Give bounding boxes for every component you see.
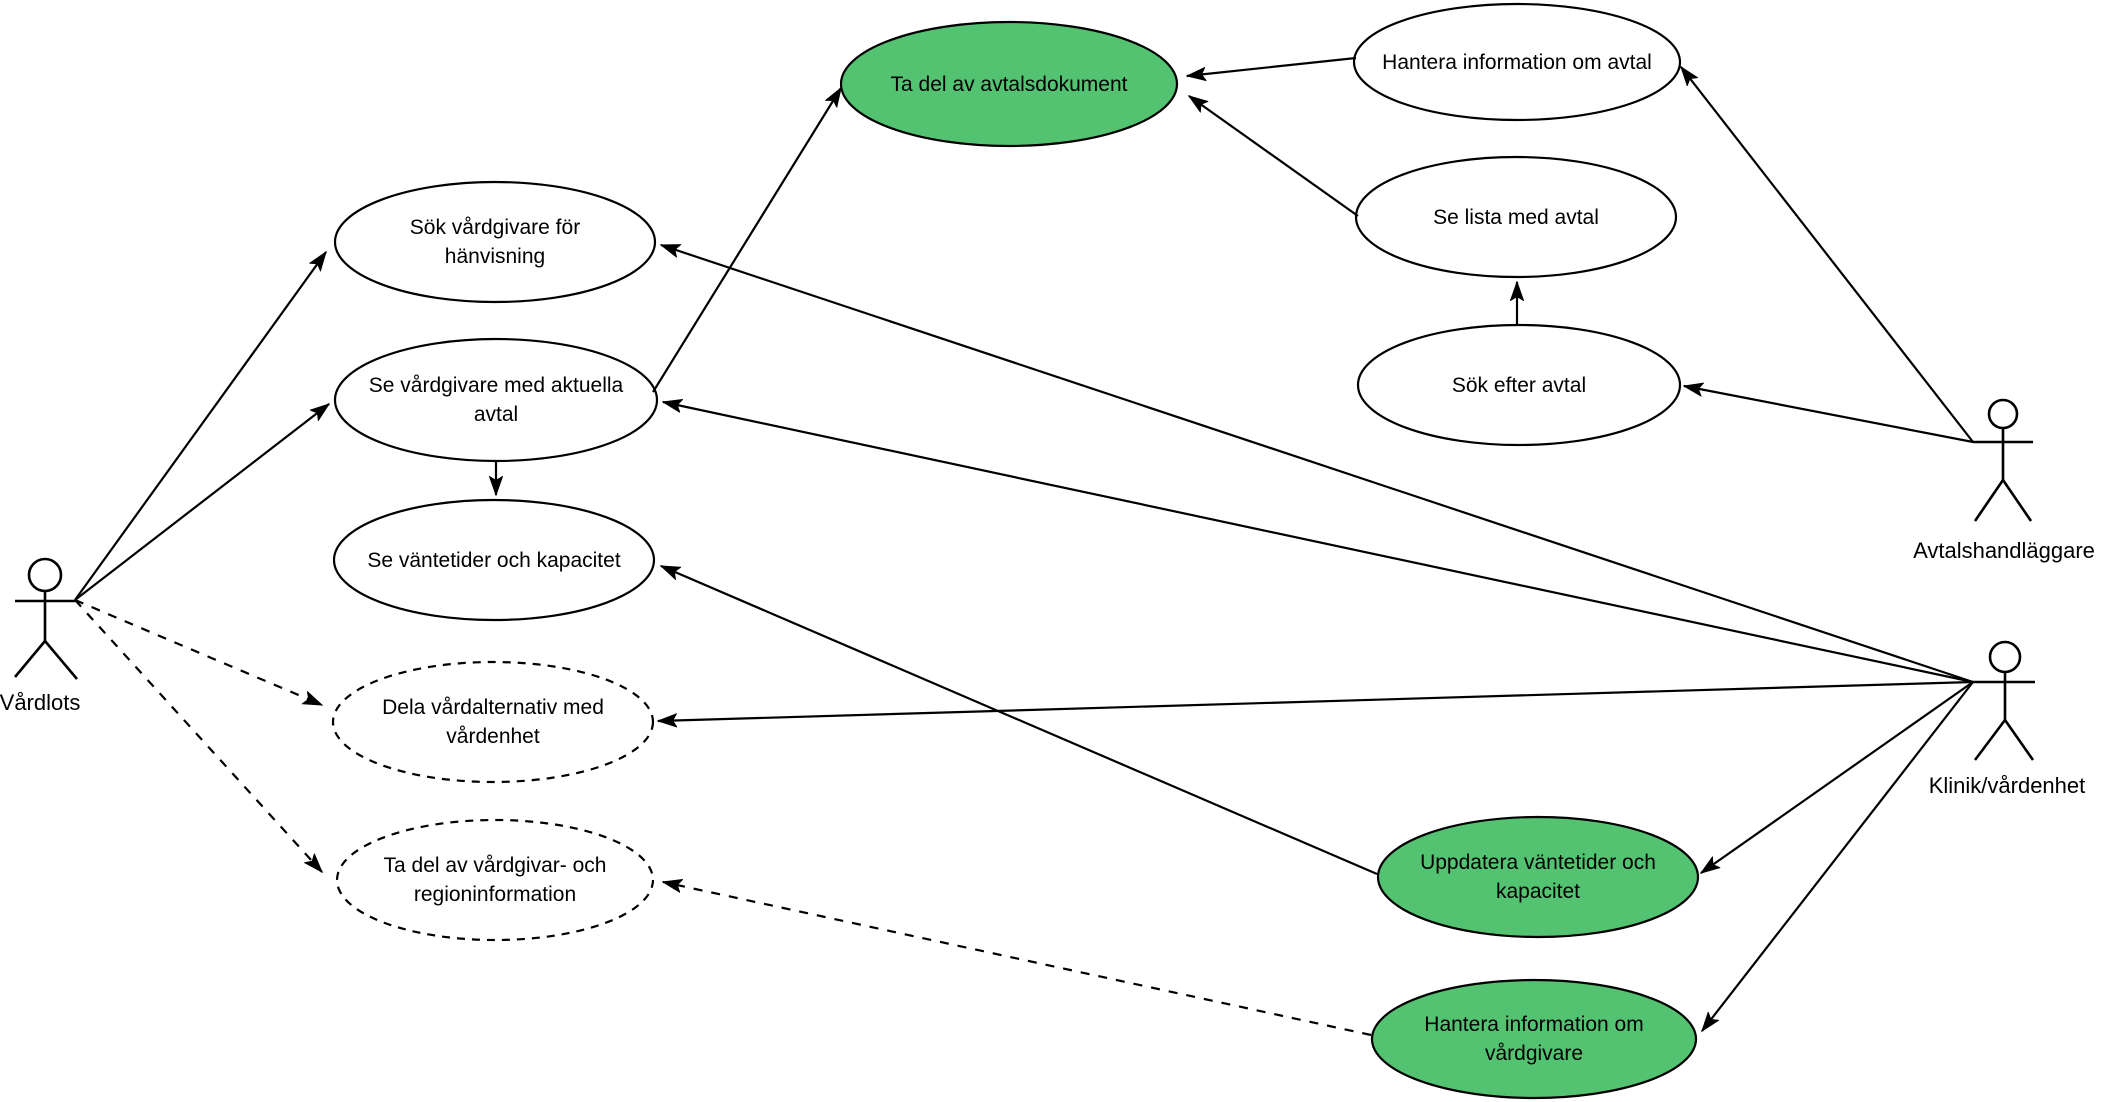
- edge-vardlots-sok-vardgivare: [74, 252, 327, 601]
- actor-leg-right: [2003, 719, 2035, 761]
- edge-klinik-sok-vardgivare: [661, 243, 1974, 684]
- usecase-hantera-information-om-avtal: [1352, 2, 1682, 122]
- actor-vardlots-figure: [14, 557, 78, 680]
- edge-klinik-hantera-info-vardgivare: [1702, 681, 1974, 1031]
- usecase-se-lista-med-avtal: [1354, 155, 1678, 279]
- usecase-hantera-information-om-vardgivare: [1370, 978, 1698, 1100]
- actor-leg-left: [1973, 719, 2007, 761]
- edge-klinik-uppdatera-vantetider: [1701, 681, 1974, 874]
- edge-vardlots-dela-vardalternativ: [74, 598, 322, 707]
- actor-klinik-vardenhet-figure: [1973, 640, 2035, 761]
- usecase-se-vantetider-och-kapacitet: [332, 498, 656, 622]
- actor-head: [1988, 640, 2022, 674]
- actor-leg-left: [1973, 479, 2005, 522]
- edge-hantera-info-vardgivare-ta-del-vardgivarinfo: [663, 882, 1372, 1037]
- edge-klinik-dela-vardalternativ: [658, 680, 1974, 721]
- actor-leg-right: [44, 640, 78, 680]
- usecase-uppdatera-vantetider-och-kapacitet: [1376, 815, 1700, 939]
- edge-klinik-se-vardgivare: [663, 402, 1974, 684]
- edge-vardlots-se-vardgivare: [74, 404, 329, 601]
- actor-leg-left: [14, 640, 46, 678]
- edge-uppdatera-vantetider-se-vantetider: [661, 564, 1378, 876]
- usecase-se-vardgivare-med-aktuella-avtal: [333, 337, 659, 463]
- edge-hantera-info-avtal-ta-del-avtalsdokument: [1187, 56, 1357, 76]
- actor-leg-right: [2001, 479, 2033, 522]
- usecase-sok-vardgivare-for-hanvisning: [333, 180, 657, 304]
- edge-avtalshandlaggare-hantera-info-avtal: [1681, 67, 1974, 443]
- usecase-dela-vardalternativ-med-vardenhet: [331, 660, 655, 784]
- edge-se-vardgivare-ta-del-avtalsdokument: [652, 88, 842, 393]
- edge-avtalshandlaggare-sok-efter-avtal: [1684, 386, 1974, 444]
- actor-head: [1987, 398, 2019, 430]
- edge-se-lista-ta-del-avtalsdokument: [1189, 95, 1359, 217]
- usecase-ta-del-av-vardgivar-och-regioninformation: [335, 818, 655, 942]
- edge-vardlots-ta-del-vardgivarinfo: [74, 599, 322, 872]
- actor-avtalshandlaggare-figure: [1973, 398, 2033, 522]
- usecase-sok-efter-avtal: [1356, 323, 1682, 447]
- actor-head: [27, 557, 63, 593]
- usecase-ta-del-av-avtalsdokument: [839, 20, 1179, 148]
